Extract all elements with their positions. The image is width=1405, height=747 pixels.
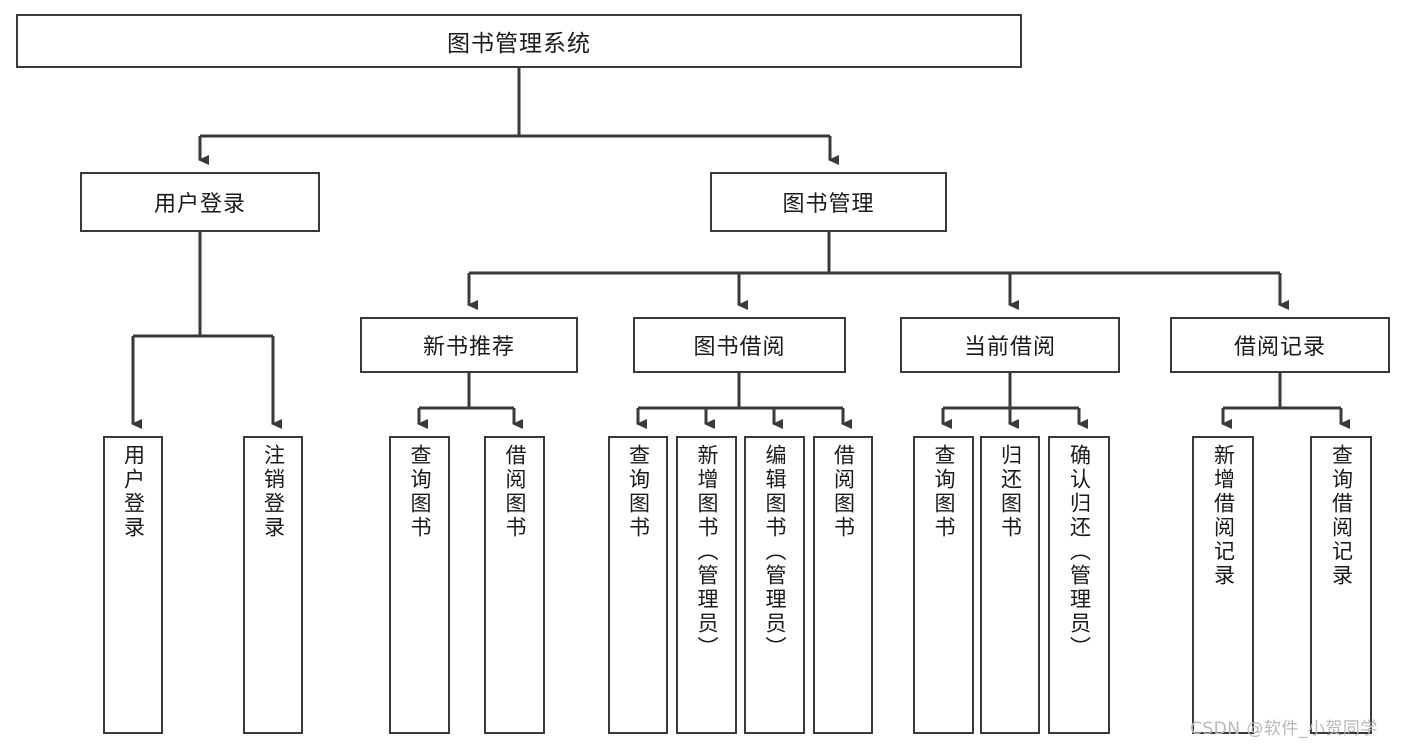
node-current-borrow[interactable]: 当前借阅 (900, 317, 1120, 373)
leaf-logout[interactable]: 注销登录 (243, 436, 303, 734)
leaf-user-login-label: 用户登录 (121, 444, 146, 540)
leaf-query-book-current[interactable]: 查询图书 (913, 436, 974, 734)
leaf-add-borrow-record-label: 新增借阅记录 (1211, 444, 1236, 588)
leaf-logout-label: 注销登录 (261, 444, 286, 540)
leaf-query-book-borrow-label: 查询图书 (626, 444, 651, 540)
node-root-label: 图书管理系统 (447, 31, 591, 57)
leaf-add-borrow-record[interactable]: 新增借阅记录 (1192, 436, 1254, 734)
node-user-login-label: 用户登录 (153, 192, 246, 217)
node-book-borrow-label: 图书借阅 (693, 335, 786, 360)
leaf-borrow-book-recommend-label: 借阅图书 (503, 444, 527, 540)
leaf-query-borrow-record-label: 查询借阅记录 (1329, 444, 1354, 588)
node-current-borrow-label: 当前借阅 (963, 335, 1056, 360)
leaf-edit-book-admin[interactable]: 编辑图书（管理员） (744, 436, 805, 734)
leaf-query-book-recommend-label: 查询图书 (408, 444, 432, 540)
csdn-watermark: CSDN @软件_小贺同学 (1190, 719, 1378, 739)
node-borrow-record-label: 借阅记录 (1233, 335, 1326, 360)
leaf-confirm-return-admin[interactable]: 确认归还（管理员） (1048, 436, 1110, 734)
node-borrow-record[interactable]: 借阅记录 (1170, 317, 1390, 373)
node-book-management[interactable]: 图书管理 (710, 172, 947, 232)
node-user-login[interactable]: 用户登录 (80, 172, 320, 232)
leaf-user-login[interactable]: 用户登录 (103, 436, 163, 734)
leaf-return-book[interactable]: 归还图书 (980, 436, 1040, 734)
leaf-borrow-book-label: 借阅图书 (831, 444, 856, 540)
node-root[interactable]: 图书管理系统 (16, 14, 1022, 68)
leaf-query-book-current-label: 查询图书 (932, 444, 956, 540)
leaf-return-book-label: 归还图书 (998, 444, 1023, 540)
leaf-confirm-return-admin-label: 确认归还（管理员） (1067, 444, 1092, 660)
leaf-borrow-book-recommend[interactable]: 借阅图书 (484, 436, 545, 734)
leaf-edit-book-admin-label: 编辑图书（管理员） (763, 444, 787, 660)
node-new-book-recommend-label: 新书推荐 (422, 335, 515, 360)
leaf-query-book-borrow[interactable]: 查询图书 (608, 436, 668, 734)
leaf-borrow-book[interactable]: 借阅图书 (813, 436, 873, 734)
node-book-management-label: 图书管理 (782, 192, 875, 217)
leaf-query-borrow-record[interactable]: 查询借阅记录 (1310, 436, 1372, 734)
node-book-borrow[interactable]: 图书借阅 (633, 317, 846, 373)
leaf-add-book-admin-label: 新增图书（管理员） (695, 444, 719, 660)
node-new-book-recommend[interactable]: 新书推荐 (360, 317, 578, 373)
leaf-add-book-admin[interactable]: 新增图书（管理员） (676, 436, 737, 734)
leaf-query-book-recommend[interactable]: 查询图书 (389, 436, 450, 734)
